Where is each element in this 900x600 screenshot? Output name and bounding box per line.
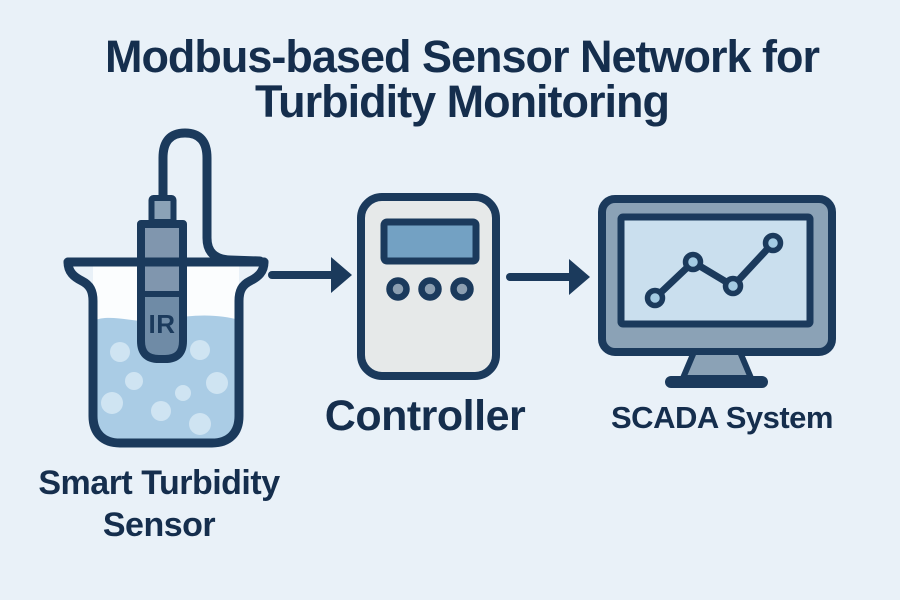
sensor-label-line-1: Smart Turbidity bbox=[38, 464, 280, 502]
page-title-line-1: Modbus-based Sensor Network for bbox=[105, 31, 820, 82]
page-title: Modbus-based Sensor Network for Turbidit… bbox=[105, 31, 821, 127]
water-bubble bbox=[101, 392, 123, 414]
scada-label: SCADA System bbox=[611, 400, 833, 435]
monitor-base bbox=[665, 376, 768, 388]
water-bubble bbox=[151, 401, 171, 421]
controller-button-2 bbox=[418, 277, 442, 301]
turbidity-sensor-icon: IR bbox=[63, 128, 269, 448]
sensor-label: Smart Turbidity Sensor bbox=[38, 464, 280, 544]
water-bubble bbox=[125, 372, 143, 390]
monitor-screen bbox=[617, 213, 814, 328]
controller-button-1 bbox=[386, 277, 410, 301]
probe-body-outline bbox=[137, 220, 187, 363]
trend-chart bbox=[644, 232, 784, 309]
water-bubbles bbox=[101, 340, 228, 435]
arrow-head bbox=[569, 259, 590, 295]
controller-icon bbox=[357, 193, 500, 380]
controller-button-3 bbox=[450, 277, 474, 301]
scada-monitor-icon bbox=[598, 195, 836, 388]
water-bubble bbox=[189, 413, 211, 435]
probe-cable bbox=[158, 128, 265, 266]
probe-body-lower bbox=[141, 294, 183, 359]
chart-node bbox=[644, 287, 666, 309]
chart-node bbox=[682, 251, 704, 273]
controller-to-scada-arrow-icon bbox=[506, 259, 590, 295]
water-bubble bbox=[110, 342, 130, 362]
chart-node bbox=[722, 275, 744, 297]
probe-ir-label: IR bbox=[149, 309, 176, 339]
water-bubble bbox=[206, 372, 228, 394]
page-title-line-2: Turbidity Monitoring bbox=[255, 76, 669, 127]
arrow-head bbox=[331, 257, 352, 293]
sensor-to-controller-arrow-icon bbox=[268, 257, 352, 293]
probe-connector bbox=[148, 195, 177, 225]
controller-screen bbox=[380, 218, 480, 265]
chart-node bbox=[762, 232, 784, 254]
chart-line bbox=[651, 239, 777, 302]
sensor-label-line-2: Sensor bbox=[103, 506, 216, 544]
water-bubble bbox=[175, 385, 191, 401]
controller-label: Controller bbox=[325, 392, 526, 440]
monitor-stand bbox=[680, 349, 754, 381]
beaker-outline bbox=[63, 257, 269, 448]
water-bubble bbox=[190, 340, 210, 360]
